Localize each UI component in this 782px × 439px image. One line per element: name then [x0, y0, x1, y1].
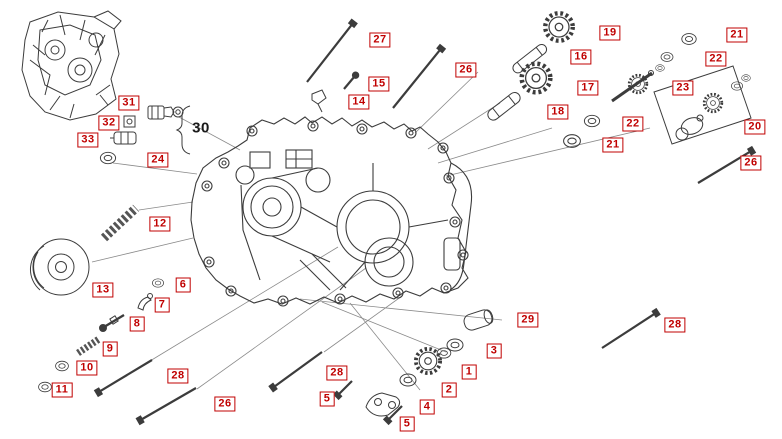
oil-filter-13 [30, 238, 90, 296]
part-number-callout[interactable]: 10 [76, 360, 98, 376]
bushing-29 [463, 309, 494, 331]
spring-12 [100, 204, 140, 242]
part-number-callout[interactable]: 17 [577, 80, 599, 96]
bolt-27 [306, 18, 358, 83]
part-number-callout[interactable]: 14 [348, 94, 370, 110]
part-33 [110, 131, 137, 145]
part-number-callout[interactable]: 29 [517, 312, 539, 328]
bolt-26-bottom [135, 387, 197, 426]
bolt-28-left [93, 359, 153, 398]
part-number-callout[interactable]: 21 [602, 137, 624, 153]
part-number-callout[interactable]: 12 [149, 216, 171, 232]
part-number-callout[interactable]: 3 [486, 343, 502, 359]
part-number-callout[interactable]: 7 [154, 297, 170, 313]
group-brace-30 [175, 105, 191, 155]
part-number-callout[interactable]: 28 [326, 365, 348, 381]
bolt-26-top [392, 43, 447, 109]
part-number-callout[interactable]: 2 [441, 382, 457, 398]
part-number-callout[interactable]: 23 [672, 80, 694, 96]
part-number-callout[interactable]: 28 [167, 368, 189, 384]
dowel-clip-14 [311, 89, 327, 113]
part-number-callout[interactable]: 20 [744, 119, 766, 135]
part-number-callout[interactable]: 33 [77, 132, 99, 148]
part-number-callout[interactable]: 5 [319, 391, 335, 407]
part-number-callout[interactable]: 26 [214, 396, 236, 412]
leader-lines [91, 71, 651, 391]
part-number-callout[interactable]: 27 [369, 32, 391, 48]
part-number-callout[interactable]: 26 [740, 155, 762, 171]
part-number-callout[interactable]: 13 [92, 282, 114, 298]
part-number-callout[interactable]: 21 [726, 27, 748, 43]
crankcase-half-drawing [190, 116, 473, 307]
part-number-callout[interactable]: 5 [399, 416, 415, 432]
oil-pump-assembly-20 [653, 65, 752, 145]
clip-7 [137, 293, 153, 311]
part-number-callout[interactable]: 15 [368, 76, 390, 92]
bolt-5-upper [332, 380, 353, 401]
part-number-callout[interactable]: 9 [102, 341, 118, 357]
part-number-callout[interactable]: 6 [175, 277, 191, 293]
part-number-callout[interactable]: 11 [51, 382, 73, 398]
part-number-callout[interactable]: 16 [570, 49, 592, 65]
bolt-28-middle [268, 351, 323, 393]
part-number-callout[interactable]: 19 [599, 25, 621, 41]
part-number-callout[interactable]: 1 [461, 364, 477, 380]
part-number-callout[interactable]: 18 [547, 104, 569, 120]
part-number-callout[interactable]: 24 [147, 152, 169, 168]
screw-15 [343, 71, 360, 90]
part-number-callout[interactable]: 26 [455, 62, 477, 78]
group-label-30: 30 [192, 119, 210, 137]
bolt-28-right [601, 307, 661, 349]
shaft-18 [487, 91, 521, 121]
part-32 [123, 115, 136, 128]
assembled-engine-thumbnail [21, 10, 122, 121]
part-number-callout[interactable]: 22 [622, 116, 644, 132]
bracket-4 [365, 392, 401, 417]
valve-bolt-8 [99, 313, 125, 332]
bolt-5-lower [382, 405, 403, 426]
part-number-callout[interactable]: 32 [98, 115, 120, 131]
part-number-callout[interactable]: 8 [129, 316, 145, 332]
part-number-callout[interactable]: 22 [705, 51, 727, 67]
shaft-23 [611, 64, 665, 103]
part-number-callout[interactable]: 4 [419, 399, 435, 415]
part-number-callout[interactable]: 31 [118, 95, 140, 111]
part-number-callout[interactable]: 28 [664, 317, 686, 333]
